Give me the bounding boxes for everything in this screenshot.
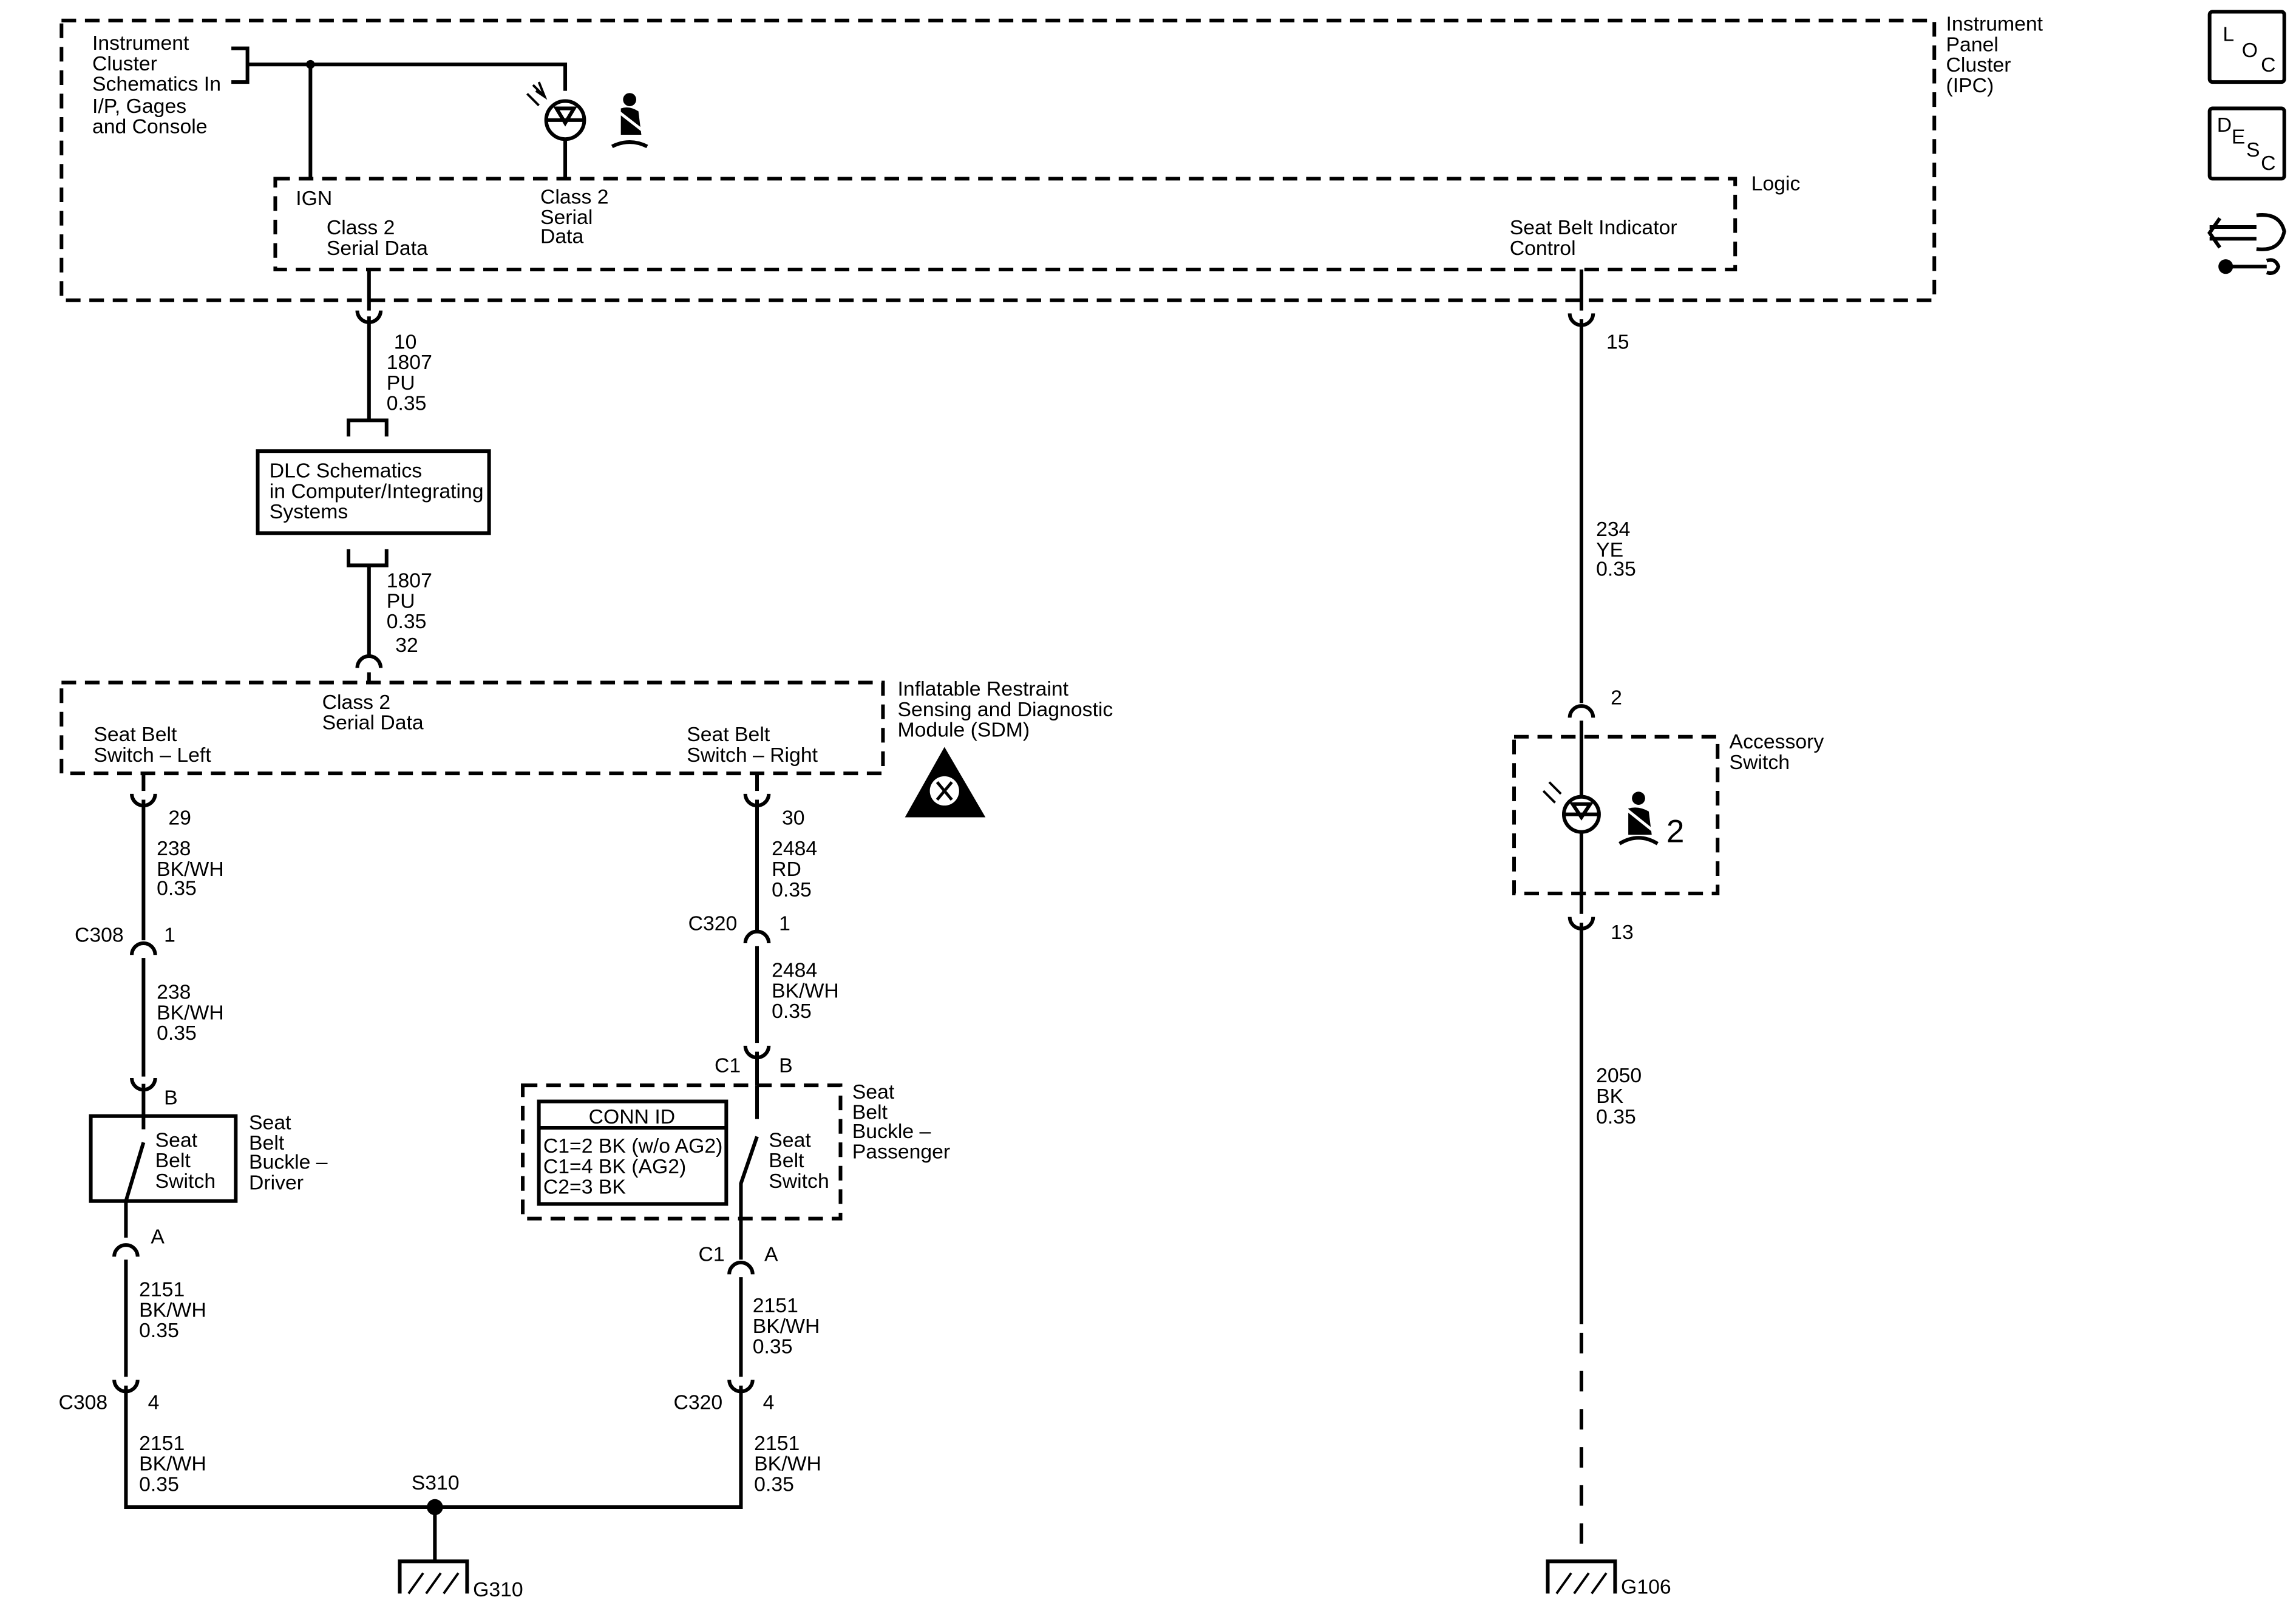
pin-label: 1 bbox=[164, 924, 175, 947]
conn-id-title: CONN ID bbox=[589, 1105, 676, 1128]
pin-label: 30 bbox=[782, 807, 805, 830]
wire-234-label: 234 YE 0.35 bbox=[1596, 518, 1636, 580]
driver-switch-label: Seat Belt Switch bbox=[155, 1128, 216, 1193]
wire-1807-top-label: 1807 PU 0.35 bbox=[387, 351, 438, 415]
ipc-title: Instrument Panel Cluster (IPC) bbox=[1946, 13, 2049, 97]
class2-circuit: 10 1807 PU 0.35 DLC Schematics in Comput… bbox=[256, 270, 491, 683]
ground-label: G106 bbox=[1621, 1575, 1671, 1598]
pin-label: B bbox=[779, 1054, 793, 1077]
connector-label: C308 bbox=[58, 1391, 107, 1414]
driver-buckle-box bbox=[89, 1114, 238, 1203]
dlc-label: DLC Schematics in Computer/Integrating S… bbox=[270, 459, 489, 524]
connector-label: C308 bbox=[75, 924, 124, 947]
sdm-module: Inflatable Restraint Sensing and Diagnos… bbox=[59, 677, 1119, 818]
pin-label: A bbox=[151, 1225, 165, 1249]
esd-warning-icon bbox=[905, 747, 986, 818]
wire-2151-right-b-label: 2151 BK/WH 0.35 bbox=[754, 1432, 827, 1496]
accessory-indicator-lamp-icon bbox=[1542, 781, 1601, 834]
pin-label: 29 bbox=[168, 807, 191, 830]
splice-label: S310 bbox=[412, 1471, 460, 1494]
class2-left-label: Class 2 Serial Data bbox=[327, 216, 428, 260]
connector-c308-1 bbox=[130, 941, 157, 955]
accessory-switch-title: Accessory Switch bbox=[1730, 730, 1830, 774]
seatbelt-person-icon bbox=[611, 93, 648, 149]
sdm-class2-label: Class 2 Serial Data bbox=[322, 691, 424, 734]
passenger-buckle-label: Seat Belt Buckle – Passenger bbox=[852, 1080, 950, 1164]
dlc-box bbox=[256, 449, 491, 535]
svg-text:E: E bbox=[2232, 125, 2246, 148]
connector-acc-2 bbox=[1567, 704, 1595, 718]
left-branch: 29 238 BK/WH 0.35 C308 1 238 BK/WH 0.35 … bbox=[58, 773, 435, 1510]
pin-label: 13 bbox=[1611, 921, 1634, 944]
sdm-box bbox=[59, 680, 885, 776]
pin-label: B bbox=[164, 1086, 178, 1109]
pin-label: 32 bbox=[395, 634, 418, 657]
sdm-sb-right-label: Seat Belt Switch – Right bbox=[687, 723, 818, 767]
svg-text:D: D bbox=[2217, 114, 2232, 137]
ground-label: G310 bbox=[473, 1578, 523, 1601]
sdm-sb-left-label: Seat Belt Switch – Left bbox=[93, 723, 211, 767]
right-branch: 30 2484 RD 0.35 C320 1 2484 BK/WH 0.35 C… bbox=[435, 773, 950, 1510]
wire-238-top-label: 238 BK/WH 0.35 bbox=[157, 837, 229, 900]
connector-label: C320 bbox=[674, 1391, 723, 1414]
accessory-circuit: 15 234 YE 0.35 2 Accessory Switch 2 13 bbox=[1512, 270, 1830, 1562]
cluster-schematics-ref: Instrument Cluster Schematics In I/P, Ga… bbox=[92, 32, 226, 138]
wire-2151-right-a-label: 2151 BK/WH 0.35 bbox=[753, 1294, 826, 1358]
pin-label: 1 bbox=[779, 912, 790, 935]
pin-label: 4 bbox=[763, 1391, 775, 1414]
loc-icon[interactable]: L O C bbox=[2207, 10, 2286, 84]
driver-buckle-label: Seat Belt Buckle – Driver bbox=[249, 1111, 333, 1194]
ign-label: IGN bbox=[296, 187, 332, 210]
pin-label: A bbox=[764, 1243, 778, 1266]
connector-c320-1 bbox=[743, 929, 771, 944]
connector-label: C320 bbox=[688, 912, 738, 935]
connector-repair-icon[interactable] bbox=[2207, 213, 2286, 276]
pin-label: 10 bbox=[394, 330, 417, 353]
svg-text:L: L bbox=[2223, 23, 2234, 46]
svg-text:C: C bbox=[2261, 152, 2275, 175]
passenger-buckle-box bbox=[521, 1083, 843, 1221]
conn-id-rows: C1=2 BK (w/o AG2) C1=4 BK (AG2) C2=3 BK bbox=[543, 1134, 729, 1199]
accessory-digit: 2 bbox=[1666, 813, 1685, 849]
svg-text:C: C bbox=[2261, 53, 2275, 76]
driver-switch-contact bbox=[124, 1116, 146, 1238]
accessory-switch-box bbox=[1512, 734, 1720, 895]
wire-2484-top-label: 2484 RD 0.35 bbox=[772, 837, 823, 901]
svg-text:O: O bbox=[2242, 39, 2258, 62]
wire-2151-left-b-label: 2151 BK/WH 0.35 bbox=[139, 1432, 212, 1496]
pin-label: 2 bbox=[1611, 686, 1622, 710]
wire-2050-label: 2050 BK 0.35 bbox=[1596, 1064, 1647, 1128]
class2-mid-label: Class 2 Serial Data bbox=[540, 185, 614, 248]
connector-sdm-32 bbox=[355, 654, 383, 668]
logic-label: Logic bbox=[1751, 172, 1801, 195]
svg-text:S: S bbox=[2246, 138, 2260, 161]
seatbelt-indicator-lamp-icon bbox=[526, 81, 586, 179]
ground-g310: S310 G310 bbox=[398, 1471, 523, 1601]
connector-label: C1 bbox=[715, 1054, 741, 1077]
ipc-logic-box bbox=[273, 177, 1737, 272]
wire-2151-left-a-label: 2151 BK/WH 0.35 bbox=[139, 1278, 212, 1343]
ground-g106: G106 bbox=[1546, 1559, 1671, 1598]
wire-2484-bottom-label: 2484 BK/WH 0.35 bbox=[772, 958, 844, 1023]
ref-bracket bbox=[231, 46, 250, 84]
accessory-seatbelt-icon bbox=[1618, 792, 1659, 846]
wire-1807-bottom-label: 1807 PU 0.35 bbox=[387, 569, 438, 634]
ipc-module: Instrument Panel Cluster (IPC) Instrumen… bbox=[59, 13, 2049, 302]
connector-label: C1 bbox=[699, 1243, 725, 1266]
conn-id-table: CONN ID C1=2 BK (w/o AG2) C1=4 BK (AG2) … bbox=[537, 1099, 729, 1206]
ign-feed-wire bbox=[247, 63, 568, 91]
passenger-switch-label: Seat Belt Switch bbox=[769, 1128, 829, 1193]
seatbelt-indicator-label: Seat Belt Indicator Control bbox=[1510, 216, 1683, 260]
passenger-switch-contact bbox=[739, 1085, 759, 1260]
desc-icon[interactable]: D E S C bbox=[2207, 106, 2286, 181]
pin-label: 15 bbox=[1606, 330, 1629, 353]
wire-238-bottom-label: 238 BK/WH 0.35 bbox=[157, 981, 229, 1045]
sdm-title: Inflatable Restraint Sensing and Diagnos… bbox=[898, 677, 1119, 742]
pin-label: 4 bbox=[148, 1391, 160, 1414]
